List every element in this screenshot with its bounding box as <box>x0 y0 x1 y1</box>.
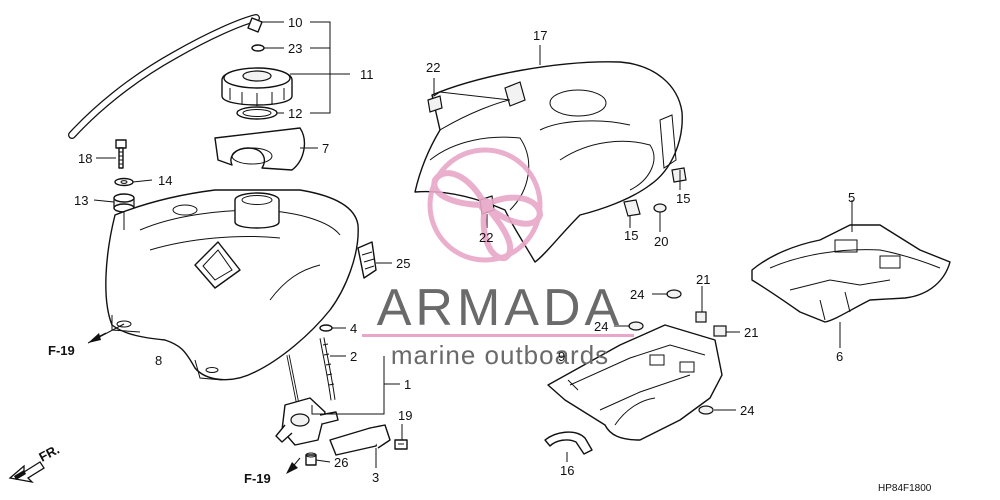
clip-21-right <box>713 325 727 337</box>
front-arrow-icon <box>8 461 45 484</box>
clip-15-left <box>623 199 641 217</box>
washer-4 <box>319 324 333 332</box>
callout-22-top: 22 <box>426 60 440 75</box>
clip-23 <box>251 44 265 52</box>
callout-24-mid: 24 <box>594 319 608 334</box>
callout-26: 26 <box>334 455 348 470</box>
callout-25: 25 <box>396 256 410 271</box>
cap-gasket <box>236 106 278 120</box>
outlet-hose-3 <box>329 424 391 456</box>
cap-cover <box>214 127 306 171</box>
f19-arrow-left <box>88 332 107 343</box>
watermark-title: ARMADA <box>377 279 623 337</box>
callout-4: 4 <box>350 321 357 336</box>
callout-14: 14 <box>158 173 172 188</box>
callout-24-right: 24 <box>740 403 754 418</box>
callout-21-right: 21 <box>744 325 758 340</box>
tray-9 <box>547 324 723 441</box>
under-cover-5 <box>751 224 951 323</box>
fuel-cap <box>221 67 293 106</box>
screw-19 <box>394 439 408 450</box>
bolt-24-top <box>666 289 682 299</box>
callout-24-top: 24 <box>630 287 644 302</box>
callout-8: 8 <box>155 353 162 368</box>
callout-10: 10 <box>288 15 302 30</box>
diagram-code: HP84F1800 <box>878 483 932 494</box>
callouts: 10 23 11 12 7 18 14 13 8 25 4 2 1 19 26 … <box>74 15 855 485</box>
callout-21-top: 21 <box>696 272 710 287</box>
callout-16: 16 <box>560 463 574 478</box>
callout-15-right: 15 <box>676 191 690 206</box>
callout-17: 17 <box>533 28 547 43</box>
hose-16 <box>544 431 593 455</box>
clip-21-top <box>695 311 707 323</box>
callout-22-lower: 22 <box>479 230 493 245</box>
callout-20: 20 <box>654 234 668 249</box>
callout-11: 11 <box>360 67 374 82</box>
clip-22-top <box>427 95 443 113</box>
callout-3: 3 <box>372 470 379 485</box>
tank-shroud-17 <box>414 61 683 263</box>
callout-12: 12 <box>288 106 302 121</box>
callout-1: 1 <box>404 377 411 392</box>
callout-2: 2 <box>350 349 357 364</box>
breather-hose <box>68 14 263 139</box>
bolt-24-right <box>698 405 714 415</box>
leader-lines <box>87 21 853 468</box>
washer-14 <box>114 177 134 187</box>
callout-5: 5 <box>848 190 855 205</box>
bolt-18 <box>115 139 127 169</box>
ref-f19-bottom: F-19 <box>244 471 271 486</box>
callout-18: 18 <box>78 151 92 166</box>
watermark-text: ARMADA marine outboards <box>362 279 634 370</box>
callout-19: 19 <box>398 408 412 423</box>
callout-13: 13 <box>74 193 88 208</box>
fuel-valve-1 <box>275 354 339 446</box>
grommet-20 <box>653 203 667 213</box>
fuel-tank <box>105 189 359 381</box>
ref-f19-left: F-19 <box>48 343 75 358</box>
callout-23: 23 <box>288 41 302 56</box>
screw-26 <box>305 452 317 466</box>
bolt-24-mid <box>628 321 644 331</box>
callout-9: 9 <box>558 349 565 364</box>
fuel-tube-2 <box>319 337 336 401</box>
clip-15-right <box>671 167 687 183</box>
watermark-rule <box>362 334 634 337</box>
callout-7: 7 <box>322 141 329 156</box>
callout-15-left: 15 <box>624 228 638 243</box>
watermark-subtitle: marine outboards <box>391 340 609 370</box>
f19-arrow-bottom <box>286 457 301 474</box>
callout-6: 6 <box>836 349 843 364</box>
armada-watermark-logo <box>427 147 544 263</box>
bracket-25 <box>357 241 377 279</box>
